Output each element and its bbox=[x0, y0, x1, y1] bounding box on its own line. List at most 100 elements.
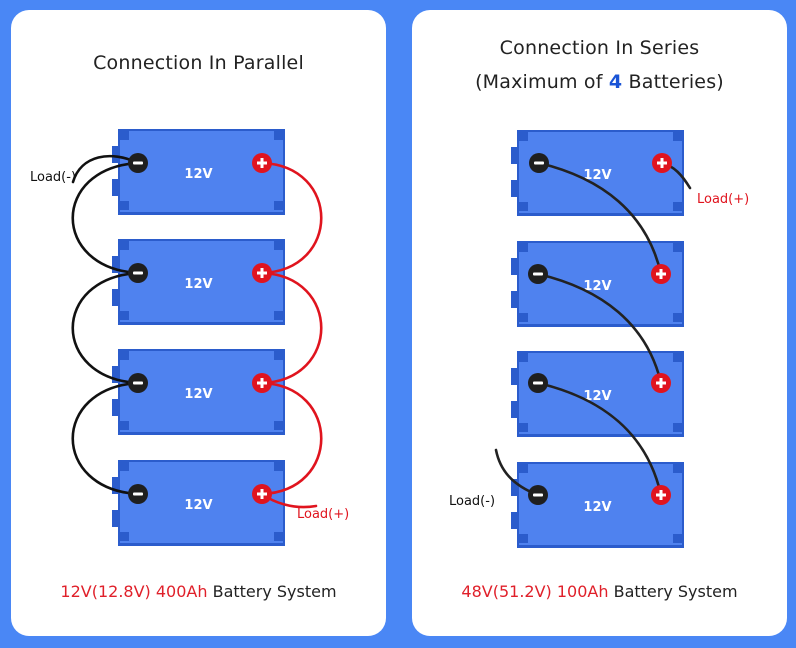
plus-sign-v bbox=[260, 268, 264, 278]
series-system-spec: 48V(51.2V) 100Ah bbox=[461, 582, 609, 601]
battery-corner bbox=[673, 534, 682, 543]
negative-terminal-icon bbox=[528, 264, 548, 284]
load-negative-label: Load(-) bbox=[30, 170, 76, 185]
minus-sign bbox=[133, 271, 143, 275]
battery-side-tab bbox=[511, 258, 519, 275]
plus-sign-v bbox=[660, 158, 664, 168]
battery-corner bbox=[274, 311, 283, 320]
battery-side-tab bbox=[511, 180, 519, 197]
battery-body bbox=[120, 241, 283, 322]
positive-terminal-icon bbox=[651, 373, 671, 393]
series-system-label: Battery System bbox=[608, 582, 738, 601]
battery-corner bbox=[519, 534, 528, 543]
battery-corner bbox=[673, 353, 682, 362]
negative-jumper-wire bbox=[71, 381, 140, 496]
plus-sign-v bbox=[260, 158, 264, 168]
battery-corner bbox=[519, 202, 528, 211]
series-jumper-wire bbox=[536, 381, 663, 497]
battery-corner bbox=[274, 421, 283, 430]
battery-corner bbox=[274, 241, 283, 250]
parallel-title: Connection In Parallel bbox=[93, 52, 304, 74]
battery-4: 12V bbox=[112, 460, 285, 546]
battery-voltage-label: 12V bbox=[583, 500, 611, 515]
parallel-panel: Connection In Parallel 12V 12V 12V 12V Load(… bbox=[11, 10, 386, 636]
battery-side-tab bbox=[112, 256, 120, 273]
battery-corner bbox=[519, 243, 528, 252]
positive-jumper-wire bbox=[260, 271, 323, 385]
battery-corner bbox=[673, 202, 682, 211]
parallel-system-spec: 12V(12.8V) 400Ah bbox=[60, 582, 208, 601]
battery-side-tab bbox=[112, 289, 120, 306]
battery-side-tab bbox=[112, 510, 120, 527]
battery-side-tab bbox=[511, 401, 519, 418]
battery-corner bbox=[673, 313, 682, 322]
parallel-footer: 12V(12.8V) 400Ah Battery System bbox=[11, 582, 386, 601]
negative-wires bbox=[71, 154, 140, 496]
battery-side-tab bbox=[112, 366, 120, 383]
battery-corner bbox=[519, 132, 528, 141]
series-subtitle: (Maximum of 4 Batteries) bbox=[412, 71, 787, 93]
battery-corner bbox=[673, 464, 682, 473]
battery-corner bbox=[673, 132, 682, 141]
battery-corner bbox=[120, 201, 129, 210]
series-max-count: 4 bbox=[608, 71, 623, 93]
battery-corner bbox=[519, 313, 528, 322]
battery-1: 12V bbox=[511, 130, 684, 216]
minus-sign bbox=[133, 492, 143, 496]
negative-terminal-icon bbox=[128, 484, 148, 504]
minus-sign bbox=[534, 161, 544, 165]
series-subtitle-suffix: Batteries) bbox=[622, 71, 724, 93]
battery-side-tab bbox=[511, 147, 519, 164]
battery-corner bbox=[519, 353, 528, 362]
plus-sign-v bbox=[659, 378, 663, 388]
minus-sign bbox=[533, 272, 543, 276]
series-jumper-wire bbox=[537, 161, 663, 276]
series-title: Connection In Series bbox=[499, 37, 700, 59]
minus-sign bbox=[133, 381, 143, 385]
battery-voltage-label: 12V bbox=[583, 389, 611, 404]
battery-voltage-label: 12V bbox=[583, 168, 611, 183]
parallel-diagram: 12V 12V 12V 12V Load(-) Load(+) bbox=[30, 129, 349, 546]
series-jumper-wire bbox=[536, 272, 663, 385]
battery-corner bbox=[673, 423, 682, 432]
battery-corner bbox=[274, 462, 283, 471]
battery-voltage-label: 12V bbox=[184, 167, 212, 182]
negative-terminal-icon bbox=[128, 373, 148, 393]
battery-side-tab bbox=[112, 179, 120, 196]
battery-body bbox=[120, 131, 283, 212]
positive-terminal-icon bbox=[252, 373, 272, 393]
battery-body bbox=[519, 132, 682, 213]
positive-terminal-icon bbox=[252, 263, 272, 283]
battery-corner bbox=[120, 131, 129, 140]
battery-4: 12V bbox=[511, 462, 684, 548]
load-positive-label: Load(+) bbox=[297, 507, 349, 522]
plus-sign-v bbox=[260, 378, 264, 388]
negative-terminal-icon bbox=[528, 485, 548, 505]
battery-side-tab bbox=[112, 146, 120, 163]
series-panel: Connection In Series (Maximum of 4 Batte… bbox=[412, 10, 787, 636]
load-positive-label: Load(+) bbox=[697, 192, 749, 207]
battery-voltage-label: 12V bbox=[184, 387, 212, 402]
positive-terminal-icon bbox=[651, 485, 671, 505]
battery-corner bbox=[673, 243, 682, 252]
negative-terminal-icon bbox=[529, 153, 549, 173]
battery-3: 12V bbox=[112, 349, 285, 435]
negative-jumper-wire bbox=[71, 271, 140, 385]
battery-1: 12V bbox=[112, 129, 285, 215]
negative-terminal-icon bbox=[128, 263, 148, 283]
battery-corner bbox=[120, 421, 129, 430]
battery-corner bbox=[274, 201, 283, 210]
series-subtitle-prefix: (Maximum of bbox=[475, 71, 609, 93]
battery-voltage-label: 12V bbox=[184, 498, 212, 513]
minus-sign bbox=[133, 161, 143, 165]
battery-corner bbox=[120, 311, 129, 320]
plus-sign-v bbox=[659, 490, 663, 500]
battery-voltage-label: 12V bbox=[184, 277, 212, 292]
positive-terminal-icon bbox=[651, 264, 671, 284]
battery-side-tab bbox=[112, 399, 120, 416]
battery-body bbox=[120, 462, 283, 543]
plus-sign-v bbox=[260, 489, 264, 499]
load-negative-label: Load(-) bbox=[449, 494, 495, 509]
positive-terminal-icon bbox=[652, 153, 672, 173]
